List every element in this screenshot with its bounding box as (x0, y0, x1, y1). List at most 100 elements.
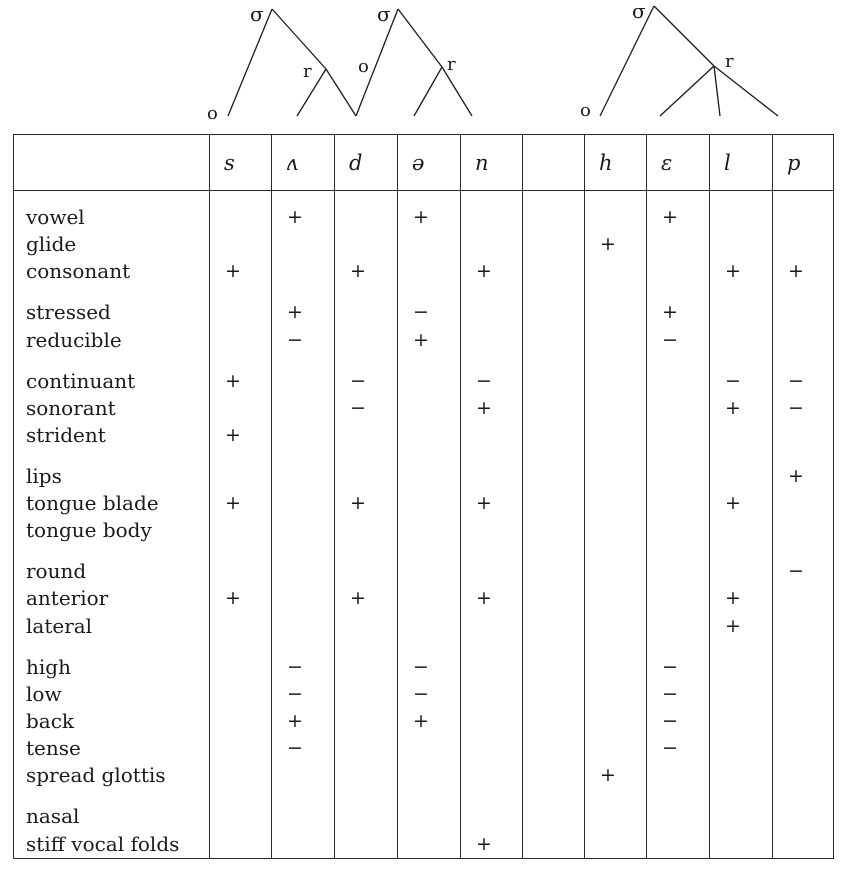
feature-value (710, 681, 772, 708)
feature-value (773, 708, 833, 735)
feature-value (398, 613, 460, 640)
feature-name: tongue blade (26, 491, 159, 516)
feature-value: + (225, 492, 241, 515)
segment-header-col-9: p (772, 134, 834, 191)
feature-value (523, 803, 584, 830)
feature-value (647, 585, 709, 612)
group-gap (398, 449, 460, 463)
group-gap (398, 286, 460, 300)
feature-value (710, 762, 772, 789)
feature-value: + (476, 832, 492, 855)
feature-name: tense (26, 736, 81, 761)
feature-value (398, 585, 460, 612)
feature-value: − (788, 369, 804, 392)
feature-value (585, 327, 646, 354)
feature-value: − (413, 682, 429, 705)
feature-value (210, 517, 271, 544)
feature-value (710, 231, 772, 258)
feature-value (398, 368, 460, 395)
feature-value: + (476, 396, 492, 419)
group-gap (585, 790, 646, 804)
group-gap (585, 286, 646, 300)
group-gap (335, 640, 397, 654)
group-gap (272, 286, 334, 300)
feature-value (523, 517, 584, 544)
sigma-node-1: σ (250, 2, 264, 26)
group-gap (210, 449, 271, 463)
group-gap (335, 354, 397, 368)
onset-node-1: o (207, 103, 218, 124)
feature-value (585, 299, 646, 326)
feature-value (210, 395, 271, 422)
feature-name: reducible (26, 327, 122, 352)
feature-value (647, 395, 709, 422)
feature-value (398, 831, 460, 858)
feature-value (647, 517, 709, 544)
feature-value (773, 490, 833, 517)
feature-value (398, 490, 460, 517)
group-gap (585, 449, 646, 463)
feature-value: + (476, 587, 492, 610)
feature-value (773, 803, 833, 830)
feature-value (523, 735, 584, 762)
group-gap (647, 640, 709, 654)
feature-name: round (26, 559, 87, 584)
group-gap (461, 449, 522, 463)
feature-value (461, 735, 522, 762)
feature-value: − (287, 682, 303, 705)
feature-value (335, 204, 397, 231)
group-gap (647, 354, 709, 368)
feature-name: lateral (26, 613, 93, 638)
feature-name: high (26, 654, 71, 679)
feature-value (335, 327, 397, 354)
feature-value (210, 735, 271, 762)
feature-value (210, 204, 271, 231)
feature-value (335, 463, 397, 490)
feature-value (585, 803, 646, 830)
feature-value (335, 558, 397, 585)
group-gap (523, 354, 584, 368)
feature-name: strident (26, 422, 106, 447)
group-gap (26, 544, 209, 558)
group-gap (210, 790, 271, 804)
feature-value (210, 831, 271, 858)
feature-value (210, 327, 271, 354)
feature-value: + (788, 464, 804, 487)
segment-values-column: +−−+− (772, 190, 834, 859)
feature-value (210, 681, 271, 708)
feature-value (585, 558, 646, 585)
feature-value (523, 463, 584, 490)
feature-value (398, 231, 460, 258)
group-gap (523, 790, 584, 804)
feature-value (210, 231, 271, 258)
feature-value: − (476, 369, 492, 392)
group-gap (710, 354, 772, 368)
syllable-tree: σ o r σ o r σ o r (207, 0, 779, 124)
segment-values-column: +−++++ (709, 190, 773, 859)
feature-value: + (287, 709, 303, 732)
feature-value (210, 762, 271, 789)
feature-value (272, 258, 334, 285)
feature-value (335, 831, 397, 858)
feature-value (272, 231, 334, 258)
feature-name: glide (26, 232, 77, 257)
group-gap (272, 790, 334, 804)
feature-name: vowel (26, 205, 85, 229)
group-gap (461, 790, 522, 804)
feature-value (585, 395, 646, 422)
feature-value (398, 258, 460, 285)
feature-value: − (725, 369, 741, 392)
sigma-node-2: σ (377, 2, 391, 26)
feature-value (710, 803, 772, 830)
group-gap (710, 449, 772, 463)
feature-value (523, 368, 584, 395)
feature-value: + (662, 301, 678, 324)
feature-value (647, 422, 709, 449)
feature-value (585, 490, 646, 517)
feature-value (272, 613, 334, 640)
segment-values-column: +++++ (209, 190, 272, 859)
feature-name: stressed (26, 300, 111, 325)
group-gap (647, 544, 709, 558)
feature-value: + (788, 260, 804, 283)
group-gap (398, 354, 460, 368)
